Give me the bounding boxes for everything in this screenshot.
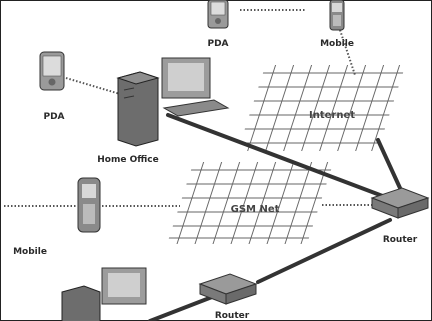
link-internet-router <box>376 138 402 190</box>
link-router-router <box>256 218 392 284</box>
pda-icon <box>39 51 65 91</box>
label-pda-top: PDA <box>207 39 228 49</box>
label-gsm-net: GSM Net <box>231 204 280 215</box>
pda-icon <box>207 0 229 29</box>
computer-icon <box>116 57 230 147</box>
label-internet: Internet <box>309 110 355 121</box>
label-pda-left: PDA <box>43 112 64 122</box>
link-home-office-router <box>166 113 390 200</box>
mobile-icon <box>77 177 101 233</box>
internet-mesh <box>240 65 404 151</box>
mobile-icon <box>329 0 345 31</box>
wireless-pda-home <box>65 77 121 95</box>
label-mobile-top: Mobile <box>320 39 354 49</box>
label-home-office: Home Office <box>97 155 158 165</box>
label-router-right: Router <box>383 235 418 245</box>
computer-icon <box>61 267 147 321</box>
gsm-net-mesh <box>168 162 332 244</box>
label-router-bottom: Router <box>215 311 250 321</box>
router-icon <box>198 273 258 305</box>
router-icon <box>370 187 430 219</box>
wireless-mobile-internet <box>339 29 356 76</box>
label-mobile-left: Mobile <box>13 247 47 257</box>
